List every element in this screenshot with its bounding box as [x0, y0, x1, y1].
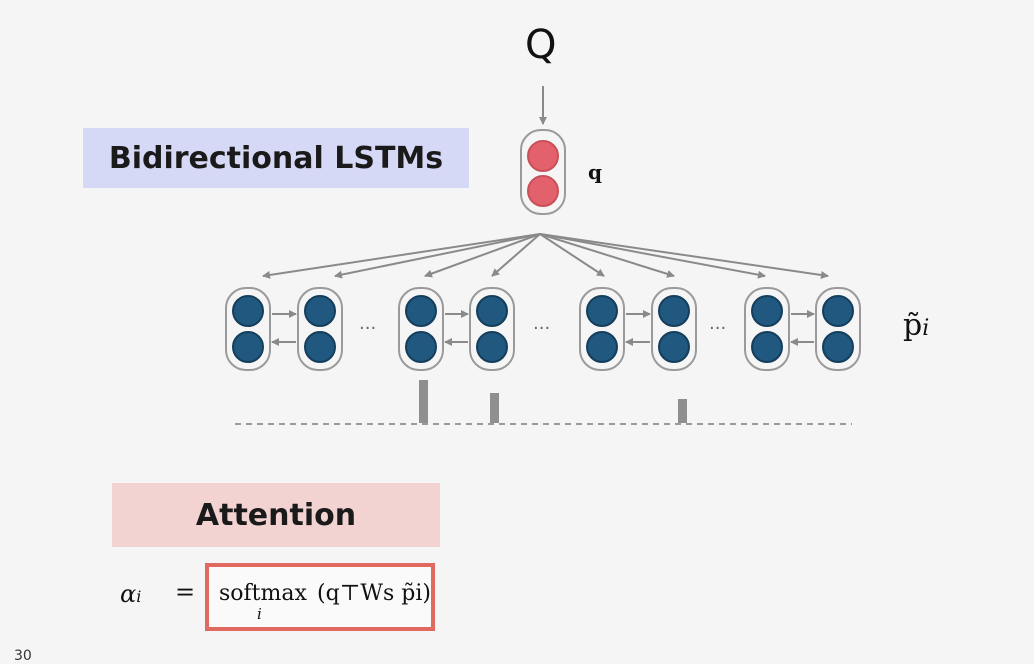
lstm-pair-3	[579, 287, 697, 371]
lstm-node	[304, 295, 336, 327]
p-tilde-subscript: i	[922, 316, 930, 341]
lstm-node	[304, 331, 336, 363]
lstm-node	[232, 331, 264, 363]
softmax-argument: (q⊤Ws p̃i)	[317, 581, 431, 606]
query-vector-label: q	[588, 160, 602, 184]
lstm-node	[751, 331, 783, 363]
attention-weight-bar	[419, 380, 428, 423]
alpha-subscript: i	[136, 587, 142, 606]
fanout-arrow	[539, 233, 605, 277]
attention-label: Attention	[112, 483, 440, 547]
fanout-arrow	[491, 233, 541, 277]
softmax-text: softmax	[219, 581, 307, 606]
fanout-arrow	[539, 233, 675, 278]
ellipsis-3: ···	[709, 318, 726, 339]
attention-weight-bar	[490, 393, 499, 423]
lstm-node	[476, 295, 508, 327]
lstm-pair-4	[744, 287, 861, 371]
fanout-arrow	[539, 233, 766, 279]
fanout-arrow	[424, 233, 541, 278]
alpha-symbol: αi	[120, 580, 141, 608]
fanout-arrow	[262, 233, 541, 279]
query-node-bottom	[527, 175, 559, 207]
lstm-node	[232, 295, 264, 327]
lstm-node	[586, 295, 618, 327]
slide-number: 30	[14, 648, 32, 664]
fanout-arrow	[539, 233, 829, 279]
passage-vector-label: p̃i	[903, 308, 929, 343]
ellipsis-2: ···	[533, 318, 550, 339]
lstm-node	[822, 331, 854, 363]
question-label: Q	[525, 22, 557, 68]
lstm-pair-2	[398, 287, 515, 371]
fanout-arrow	[334, 233, 541, 279]
bidirectional-lstms-label: Bidirectional LSTMs	[83, 128, 469, 188]
lstm-node	[405, 295, 437, 327]
lstm-node	[586, 331, 618, 363]
lstm-node	[405, 331, 437, 363]
lstm-node	[822, 295, 854, 327]
attention-weight-bar	[678, 399, 687, 423]
ellipsis-1: ···	[359, 318, 376, 339]
lstm-pair-1	[225, 287, 343, 371]
lstm-node	[658, 331, 690, 363]
p-tilde-symbol: p̃	[903, 308, 923, 343]
fanout-arrows	[262, 233, 829, 279]
query-node-top	[527, 140, 559, 172]
lstm-node	[751, 295, 783, 327]
equals-sign: =	[175, 578, 196, 606]
lstm-node	[476, 331, 508, 363]
softmax-subscript: i	[257, 605, 262, 623]
attention-formula-box: softmax i (q⊤Ws p̃i)	[205, 563, 435, 631]
lstm-node	[658, 295, 690, 327]
alpha-char: α	[120, 580, 137, 608]
query-vector	[520, 129, 566, 215]
